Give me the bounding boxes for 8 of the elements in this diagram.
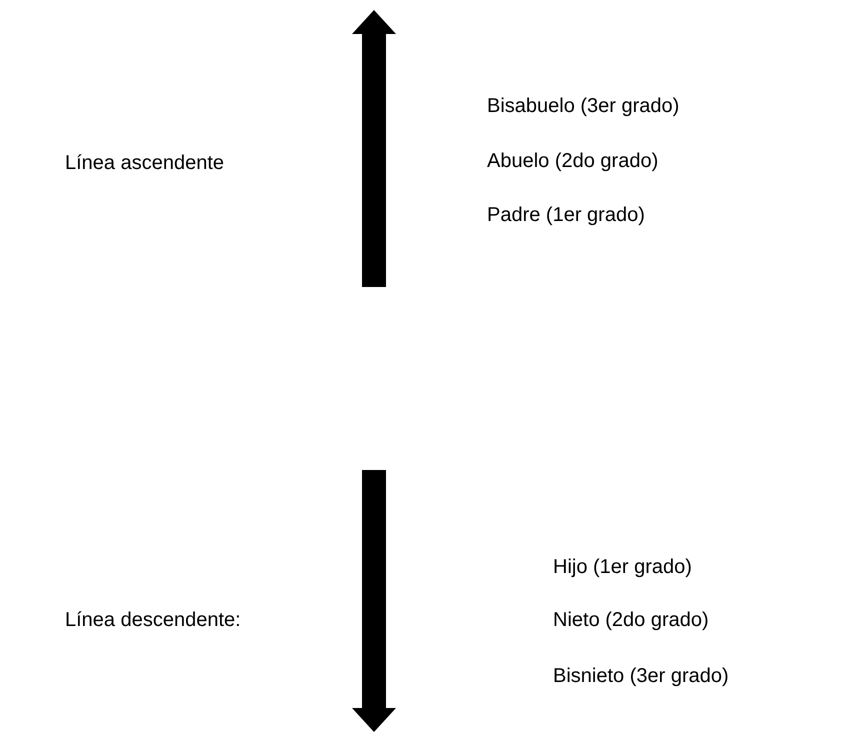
- label-text: Hijo (1er grado): [553, 555, 692, 579]
- label-text: Bisnieto (3er grado): [553, 664, 729, 688]
- label-text: Bisabuelo (3er grado): [487, 94, 680, 118]
- label-text: Nieto (2do grado): [553, 608, 709, 632]
- label-text: Línea descendente:: [65, 608, 241, 632]
- label-text: Línea ascendente: [65, 151, 224, 175]
- label-text: Padre (1er grado): [487, 203, 645, 227]
- label-text: Abuelo (2do grado): [487, 149, 658, 173]
